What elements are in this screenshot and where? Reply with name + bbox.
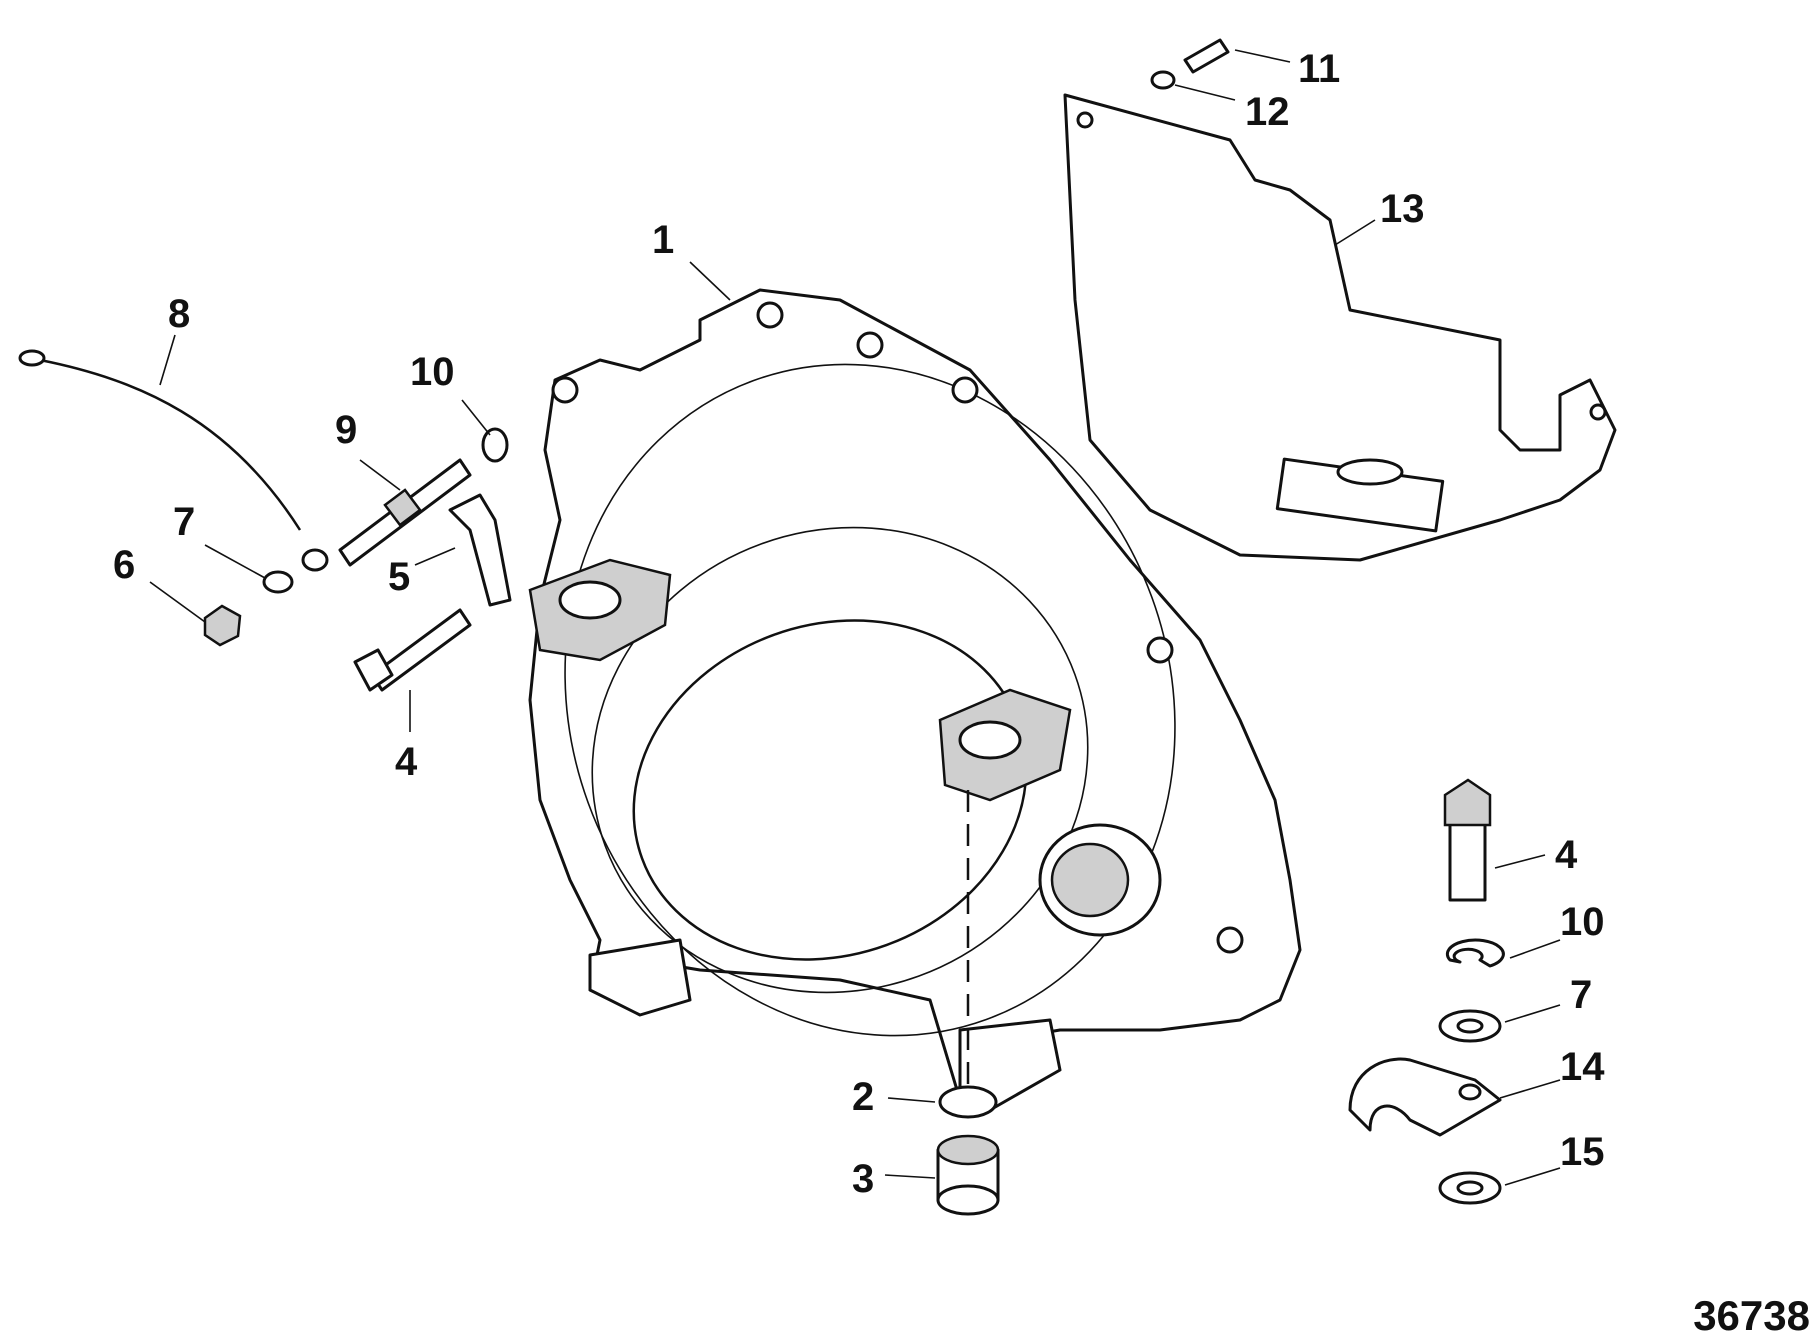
hex-nut xyxy=(203,604,242,647)
callout-10-upper: 10 xyxy=(410,350,455,394)
callout-1: 1 xyxy=(652,218,674,262)
cover-screw xyxy=(1183,38,1230,74)
callout-4-left: 4 xyxy=(395,740,418,784)
callout-4-right: 4 xyxy=(1555,833,1578,877)
stud xyxy=(338,458,472,567)
cable-clamp xyxy=(1348,1057,1502,1137)
flywheel-housing xyxy=(528,288,1302,1112)
callout-labels: 1 2 3 4 4 5 6 7 7 8 9 10 10 11 12 13 14 … xyxy=(113,47,1605,1201)
washer-left xyxy=(262,570,294,594)
bolt-right xyxy=(1443,778,1492,902)
callout-9: 9 xyxy=(335,408,357,452)
callout-8: 8 xyxy=(168,292,190,336)
callout-10-right: 10 xyxy=(1560,900,1605,944)
callout-13: 13 xyxy=(1380,187,1425,231)
bracket xyxy=(448,493,512,607)
callout-11: 11 xyxy=(1298,47,1340,91)
bolt-left xyxy=(353,608,472,692)
callout-12: 12 xyxy=(1245,90,1290,134)
ground-cable xyxy=(18,349,329,572)
sealing-washer xyxy=(938,1085,998,1119)
callout-7-right: 7 xyxy=(1570,973,1592,1017)
callout-3: 3 xyxy=(852,1157,874,1201)
callout-14: 14 xyxy=(1560,1045,1605,1089)
lock-washer-upper xyxy=(481,427,509,463)
callout-2: 2 xyxy=(852,1075,874,1119)
callout-6: 6 xyxy=(113,543,135,587)
flywheel-cover xyxy=(1063,93,1617,562)
spacer-washer xyxy=(1438,1171,1502,1205)
callout-5: 5 xyxy=(388,555,410,599)
leader-lines xyxy=(149,49,1561,1186)
callout-7-left: 7 xyxy=(173,500,195,544)
callout-15: 15 xyxy=(1560,1130,1605,1174)
figure-reference-number: 36738 xyxy=(1693,1292,1810,1339)
lock-washer-right xyxy=(1445,938,1505,968)
cover-washer xyxy=(1150,70,1176,90)
mount-sleeve xyxy=(936,1134,1000,1216)
washer-right xyxy=(1438,1009,1502,1043)
